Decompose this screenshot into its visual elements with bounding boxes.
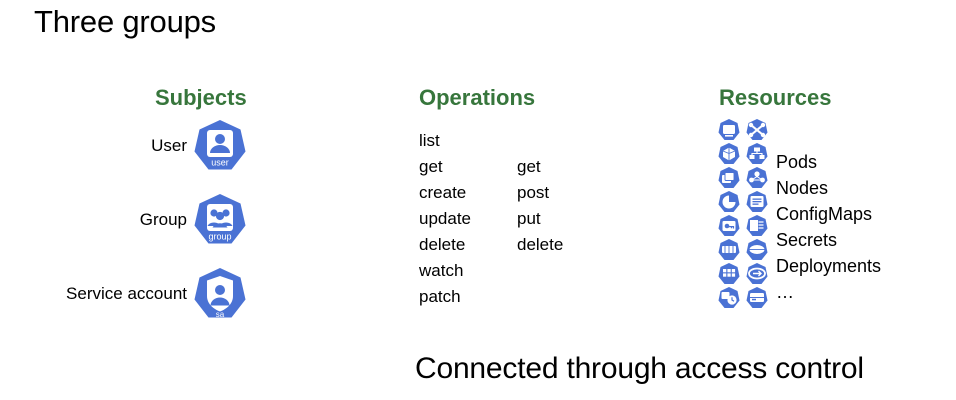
- hierarchy-icon: [744, 142, 770, 166]
- list-item: Deployments: [776, 256, 882, 276]
- column-heading-subjects: Subjects: [155, 85, 247, 110]
- subject-label-service-account: Service account: [66, 284, 187, 303]
- badge-caption: sa: [216, 310, 225, 319]
- operation-verb: delete: [419, 235, 466, 254]
- list-item: Secrets: [776, 230, 838, 250]
- configmap-icon: [744, 190, 770, 214]
- list-item: list: [419, 128, 597, 154]
- list-item: Nodes: [776, 178, 829, 198]
- list-item: …: [776, 282, 794, 302]
- secret-icon: [716, 214, 742, 238]
- list-item[interactable]: Service account sa: [0, 266, 265, 340]
- list-item: update put: [419, 206, 597, 232]
- column-heading-resources: Resources: [719, 85, 832, 110]
- list-item: patch: [419, 284, 597, 310]
- operation-verb: get: [419, 157, 443, 176]
- pod-icon: [716, 142, 742, 166]
- operation-http-verb: get: [517, 157, 541, 176]
- resource-icon-grid: [716, 118, 772, 310]
- operation-verb: create: [419, 183, 467, 202]
- column-heading-operations: Operations: [419, 85, 536, 110]
- deployment-icon: [716, 166, 742, 190]
- list-item: watch: [419, 258, 597, 284]
- service-account-badge-icon: sa: [190, 266, 250, 326]
- list-item: get get: [419, 154, 597, 180]
- operation-http-verb: put: [517, 209, 541, 228]
- subjects-list: User user Group group: [0, 118, 265, 340]
- group-resource-icon: [744, 166, 770, 190]
- daemonset-icon: [716, 238, 742, 262]
- badge-caption: user: [211, 158, 229, 168]
- operation-verb: update: [419, 209, 471, 228]
- service-icon: [744, 118, 770, 142]
- badge-caption: group: [208, 232, 231, 242]
- slide-caption: Connected through access control: [415, 352, 864, 385]
- group-badge-icon: group: [190, 192, 250, 252]
- user-badge-icon: user: [190, 118, 250, 178]
- subject-label-user: User: [151, 136, 187, 155]
- operation-verb: patch: [419, 287, 461, 306]
- endpoint-icon: [744, 238, 770, 262]
- cronjob-icon: [716, 286, 742, 310]
- subject-label-group: Group: [139, 210, 187, 229]
- resource-label-list: Pods Nodes ConfigMaps Secrets Deployment…: [776, 149, 881, 305]
- operation-http-verb: post: [517, 183, 550, 202]
- operation-verb: watch: [419, 261, 464, 280]
- list-item: ConfigMaps: [776, 204, 873, 224]
- list-item[interactable]: Group group: [0, 192, 265, 266]
- list-item: Pods: [776, 152, 818, 172]
- list-item: delete delete: [419, 232, 597, 258]
- node-icon: [716, 118, 742, 142]
- operation-http-verb: delete: [517, 235, 564, 254]
- storage-icon: [744, 286, 770, 310]
- list-item[interactable]: User user: [0, 118, 265, 192]
- list-item: create post: [419, 180, 597, 206]
- job-icon: [716, 190, 742, 214]
- namespace-icon: [716, 262, 742, 286]
- page-title: Three groups: [34, 4, 216, 39]
- ingress-icon: [744, 262, 770, 286]
- statefulset-icon: [744, 214, 770, 238]
- operation-verb: list: [419, 131, 440, 150]
